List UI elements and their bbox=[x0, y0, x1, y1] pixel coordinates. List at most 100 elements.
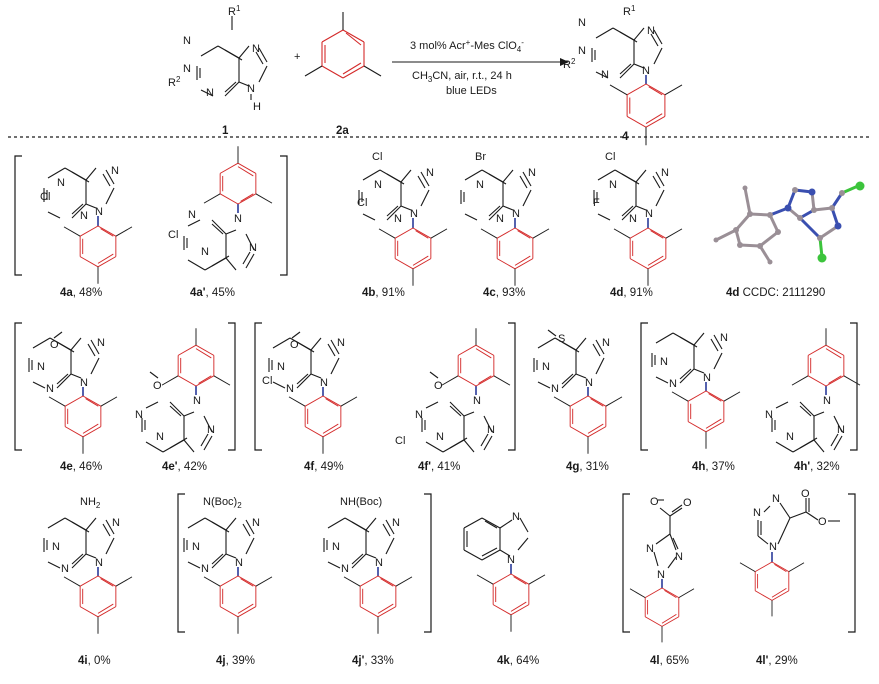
caption-4h-prime: 4h', 32% bbox=[794, 461, 840, 473]
atom-o: O bbox=[153, 380, 162, 392]
caption-4f: 4f, 49% bbox=[304, 461, 344, 473]
caption-4k: 4k, 64% bbox=[497, 655, 539, 667]
atom-o: O bbox=[683, 497, 692, 509]
atom-o: O bbox=[650, 496, 659, 508]
atom-n: N bbox=[578, 45, 586, 57]
atom-n: N bbox=[61, 563, 69, 575]
atom-n: N bbox=[57, 177, 65, 189]
atom-n: N bbox=[585, 377, 593, 389]
atom-n: N bbox=[487, 424, 495, 436]
atom-n: N bbox=[646, 543, 654, 555]
atom-cl: Cl bbox=[372, 151, 382, 163]
structure-4l-prime: N N N O O bbox=[739, 488, 840, 617]
atom-n: N bbox=[542, 361, 550, 373]
atom-n: N bbox=[675, 551, 683, 563]
atom-n: N bbox=[512, 208, 520, 220]
atom-n: N bbox=[193, 395, 201, 407]
atom-nboc2: N(Boc)2 bbox=[203, 496, 242, 510]
caption-4d-xray: 4d CCDC: 2111290 bbox=[726, 287, 825, 299]
atom-n: N bbox=[769, 541, 777, 553]
atom-n: N bbox=[765, 409, 773, 421]
structure-4h: N N N N bbox=[651, 332, 741, 450]
atom-n: N bbox=[52, 541, 60, 553]
atom-n: N bbox=[112, 517, 120, 529]
structure-4j-prime: NH(Boc) N N N N bbox=[323, 496, 413, 635]
atom-n: N bbox=[645, 208, 653, 220]
caption-4j: 4j, 39% bbox=[216, 655, 255, 667]
atom-n: N bbox=[512, 511, 520, 523]
caption-4l: 4l, 65% bbox=[650, 655, 689, 667]
atom-n: N bbox=[720, 332, 728, 344]
atom-n: N bbox=[249, 242, 257, 254]
atom-n: N bbox=[156, 431, 164, 443]
atom-o: O bbox=[50, 339, 59, 351]
atom-n: N bbox=[629, 213, 637, 225]
condition-light: blue LEDs bbox=[446, 85, 497, 97]
atom-s: S bbox=[558, 333, 565, 345]
atom-n: N bbox=[786, 431, 794, 443]
atom-n: N bbox=[394, 213, 402, 225]
atom-n: N bbox=[601, 69, 609, 81]
atom-n: N bbox=[528, 167, 536, 179]
caption-4h: 4h, 37% bbox=[692, 461, 735, 473]
atom-n: N bbox=[415, 409, 423, 421]
caption-4c: 4c, 93% bbox=[483, 287, 525, 299]
atom-n: N bbox=[135, 409, 143, 421]
atom-n: N bbox=[277, 361, 285, 373]
atom-n: N bbox=[823, 395, 831, 407]
atom-n: N bbox=[657, 569, 665, 581]
compound-number-2a: 2a bbox=[336, 125, 349, 137]
bracket-4h-pair bbox=[640, 322, 858, 451]
atom-f: F bbox=[593, 197, 600, 209]
atom-n: N bbox=[97, 337, 105, 349]
structure-4h-prime: N N N N bbox=[765, 327, 861, 453]
bracket-4f-pair bbox=[254, 322, 516, 451]
r2-label: R2 bbox=[168, 75, 181, 89]
atom-n: N bbox=[337, 337, 345, 349]
atom-cl: Cl bbox=[395, 435, 405, 447]
r1-label: R1 bbox=[228, 4, 241, 18]
atom-n: N bbox=[392, 517, 400, 529]
atom-n: N bbox=[410, 208, 418, 220]
reactant-mesitylene-2a: 2a bbox=[304, 12, 382, 137]
atom-n: N bbox=[201, 563, 209, 575]
atom-n: N bbox=[46, 383, 54, 395]
atom-n: N bbox=[332, 541, 340, 553]
atom-cl: Cl bbox=[605, 151, 615, 163]
atom-cl: Cl bbox=[357, 197, 367, 209]
compound-number-4: 4 bbox=[622, 131, 629, 143]
reactant-purine-1: N N N N N H R1 R2 1 bbox=[168, 4, 268, 137]
atom-nhboc: NH(Boc) bbox=[340, 496, 382, 508]
atom-n: N bbox=[95, 206, 103, 218]
atom-n: N bbox=[286, 383, 294, 395]
structure-4i: NH2 N N N N bbox=[43, 496, 133, 635]
atom-o: O bbox=[434, 380, 443, 392]
atom-o: O bbox=[290, 339, 299, 351]
atom-n: N bbox=[426, 167, 434, 179]
atom-n: N bbox=[837, 424, 845, 436]
caption-4a: 4a, 48% bbox=[60, 287, 102, 299]
caption-4i: 4i, 0% bbox=[78, 655, 111, 667]
atom-n: N bbox=[661, 167, 669, 179]
atom-cl: Cl bbox=[168, 229, 178, 241]
atom-n: N bbox=[80, 210, 88, 222]
caption-4a-prime: 4a', 45% bbox=[190, 287, 235, 299]
atom-n: N bbox=[206, 87, 214, 99]
r1-label: R1 bbox=[623, 4, 636, 18]
atom-n: N bbox=[609, 179, 617, 191]
structure-4b: Cl Cl N N N N bbox=[357, 151, 448, 287]
atom-n: N bbox=[473, 395, 481, 407]
atom-n: N bbox=[578, 17, 586, 29]
atom-n: N bbox=[183, 63, 191, 75]
structure-4d: Cl F N N N N bbox=[593, 151, 683, 287]
atom-n: N bbox=[95, 557, 103, 569]
atom-n: N bbox=[436, 431, 444, 443]
atom-cl: Cl bbox=[40, 191, 50, 203]
structure-4j: N(Boc)2 N N N N bbox=[183, 496, 273, 635]
bracket-4a-pair bbox=[14, 155, 288, 276]
atom-n: N bbox=[507, 554, 515, 566]
atom-n: N bbox=[252, 43, 260, 55]
atom-n: N bbox=[183, 35, 191, 47]
atom-n: N bbox=[647, 25, 655, 37]
